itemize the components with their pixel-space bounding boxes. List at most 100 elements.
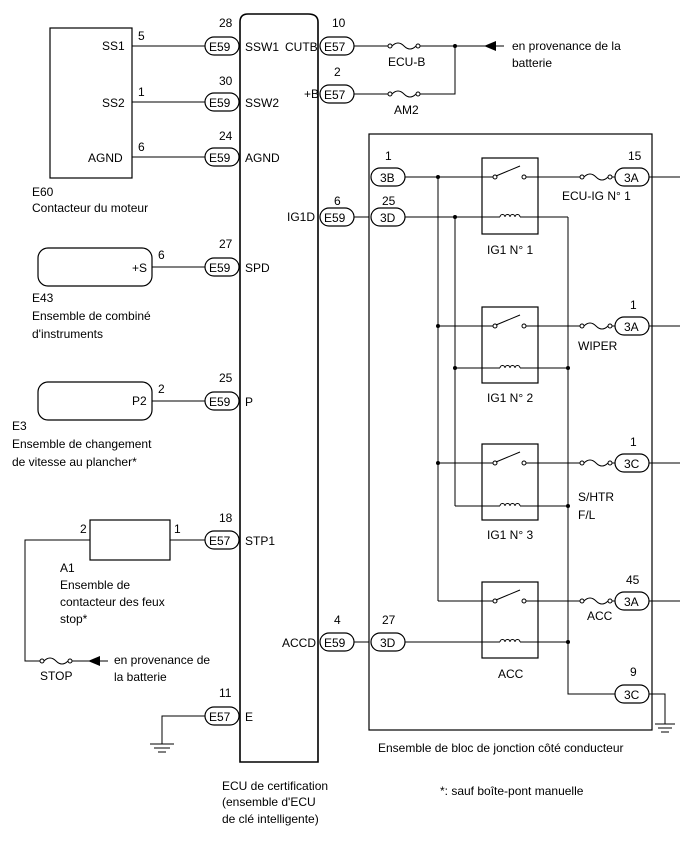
e43-pin-num: 6 (158, 248, 165, 262)
ecu-pin-10-num: 10 (332, 16, 346, 30)
engine-switch-box (49, 27, 133, 179)
ecu-pin-4-num: 4 (334, 613, 341, 627)
a1-name-3: stop* (60, 612, 88, 626)
arrow-battery-stop (88, 656, 100, 666)
a1-name-2: contacteur des feux (60, 595, 165, 609)
battery-label-1: en provenance de la (512, 39, 621, 53)
jb-pin-27-num: 27 (382, 613, 396, 627)
e60-pin-ss1-num: 5 (138, 29, 145, 43)
relay-ig1-no1 (481, 157, 539, 235)
connector-e59-spd: E59 (204, 257, 240, 277)
ecu-pin-27-num: 27 (219, 237, 233, 251)
connector-e59-ssw2: E59 (204, 92, 240, 112)
svg-text:E59: E59 (209, 395, 231, 409)
ecu-pin-stp1-label: STP1 (245, 534, 275, 548)
relay-ig1-no2 (481, 306, 539, 384)
ecu-pin-ssw1-label: SSW1 (245, 40, 279, 54)
svg-text:E59: E59 (209, 151, 231, 165)
fuse-ecub (387, 42, 421, 50)
fuse-ecu-ig1-label: ECU-IG N° 1 (562, 189, 631, 203)
connector-e57-cutb: E57 (319, 36, 355, 56)
svg-text:3A: 3A (624, 595, 639, 609)
e43-name-2: d'instruments (32, 327, 103, 341)
jb-pin-3c-1-num: 1 (630, 435, 637, 449)
connector-3c-9: 3C (614, 684, 650, 704)
e3-name-1: Ensemble de changement (12, 437, 152, 451)
ecu-pin-agnd-label: AGND (245, 151, 280, 165)
e3-name-2: de vitesse au plancher* (12, 455, 137, 469)
ecu-pin-11-num: 11 (219, 686, 232, 700)
fuse-stop-label: STOP (40, 669, 72, 683)
e3-pin-num: 2 (158, 382, 165, 396)
ecu-body (239, 13, 319, 763)
e60-code: E60 (32, 185, 54, 199)
svg-text:E57: E57 (209, 534, 231, 548)
connector-3d-25: 3D (370, 207, 406, 227)
e43-pin-label: +S (132, 261, 147, 275)
ecu-pin-plusb-label: +B (304, 87, 319, 101)
svg-text:E59: E59 (324, 636, 346, 650)
relay-ig1-no3 (481, 443, 539, 521)
svg-text:3C: 3C (624, 688, 640, 702)
connector-3a-1: 3A (614, 316, 650, 336)
jb-pin-25-num: 25 (382, 194, 396, 208)
fuse-wiper-label: WIPER (578, 339, 618, 353)
svg-text:E57: E57 (324, 88, 346, 102)
ecu-pin-e-label: E (245, 710, 253, 724)
ecu-pin-p-label: P (245, 395, 253, 409)
battery-stop-label-2: la batterie (114, 670, 167, 684)
fuse-acc-label: ACC (587, 609, 613, 623)
jb-pin-45-num: 45 (626, 573, 640, 587)
e43-code: E43 (32, 291, 54, 305)
connector-e57-e: E57 (204, 706, 240, 726)
ecu-pin-ssw2-label: SSW2 (245, 96, 279, 110)
fuse-ecub-label: ECU-B (388, 55, 425, 69)
connector-e59-p: E59 (204, 391, 240, 411)
arrow-battery (484, 41, 496, 51)
e3-code: E3 (12, 419, 27, 433)
a1-pin-left: 2 (80, 522, 87, 536)
e60-pin-agnd-label: AGND (88, 151, 123, 165)
jb-pin-15-num: 15 (628, 149, 642, 163)
e3-pin-label: P2 (132, 394, 147, 408)
e60-name: Contacteur du moteur (32, 201, 148, 215)
svg-text:E59: E59 (324, 211, 346, 225)
connector-e59-agnd: E59 (204, 147, 240, 167)
jb-pin-9-num: 9 (630, 665, 637, 679)
ecu-pin-18-num: 18 (219, 511, 233, 525)
ecu-pin-25-num: 25 (219, 371, 233, 385)
a1-pin-right: 1 (174, 522, 181, 536)
connector-e57-plusb: E57 (319, 84, 355, 104)
ecu-pin-spd-label: SPD (245, 261, 270, 275)
svg-text:3A: 3A (624, 171, 639, 185)
connector-3a-15: 3A (614, 167, 650, 187)
ecu-caption-2: (ensemble d'ECU (222, 795, 316, 809)
svg-text:E59: E59 (209, 96, 231, 110)
battery-stop-label-1: en provenance de (114, 653, 210, 667)
svg-text:E57: E57 (209, 710, 231, 724)
a1-code: A1 (60, 561, 75, 575)
ecu-pin-28-num: 28 (219, 16, 233, 30)
ecu-pin-30-num: 30 (219, 74, 233, 88)
svg-text:E59: E59 (209, 261, 231, 275)
relay-acc-label: ACC (498, 667, 524, 681)
relay-acc (481, 581, 539, 659)
connector-3b: 3B (370, 167, 406, 187)
svg-text:3B: 3B (380, 171, 395, 185)
connector-e59-ssw1: E59 (204, 36, 240, 56)
relay-ig1-no2-label: IG1 N° 2 (487, 391, 533, 405)
connector-e59-accd: E59 (319, 632, 355, 652)
fuse-am2 (387, 90, 421, 98)
stop-switch-box (89, 519, 171, 561)
ecu-pin-ig1d-label: IG1D (287, 210, 315, 224)
ecu-caption-3: de clé intelligente) (222, 812, 319, 826)
jb-pin-1-num: 1 (385, 149, 392, 163)
fuse-stop (39, 657, 73, 665)
fuse-shtr-label-2: F/L (578, 508, 596, 522)
svg-text:3C: 3C (624, 457, 640, 471)
connector-e57-stp1: E57 (204, 530, 240, 550)
svg-text:E59: E59 (209, 40, 231, 54)
connector-3c-1: 3C (614, 453, 650, 473)
junction-block-caption: Ensemble de bloc de jonction côté conduc… (378, 741, 624, 755)
ecu-pin-2-num: 2 (334, 65, 341, 79)
